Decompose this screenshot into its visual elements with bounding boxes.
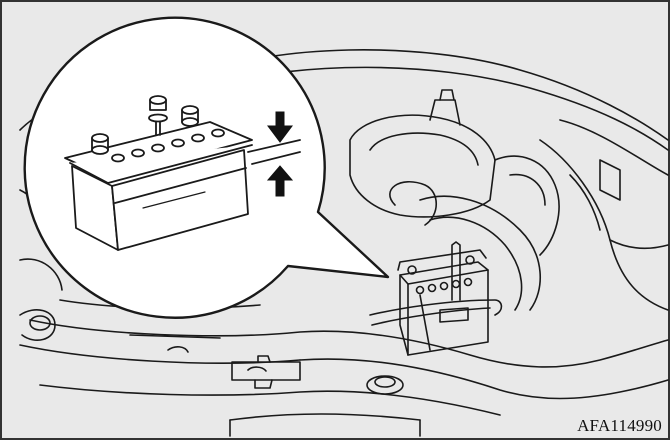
figure-code: AFA114990 <box>577 417 662 434</box>
battery-terminal-left <box>92 134 108 154</box>
battery-terminal-right <box>182 106 198 126</box>
